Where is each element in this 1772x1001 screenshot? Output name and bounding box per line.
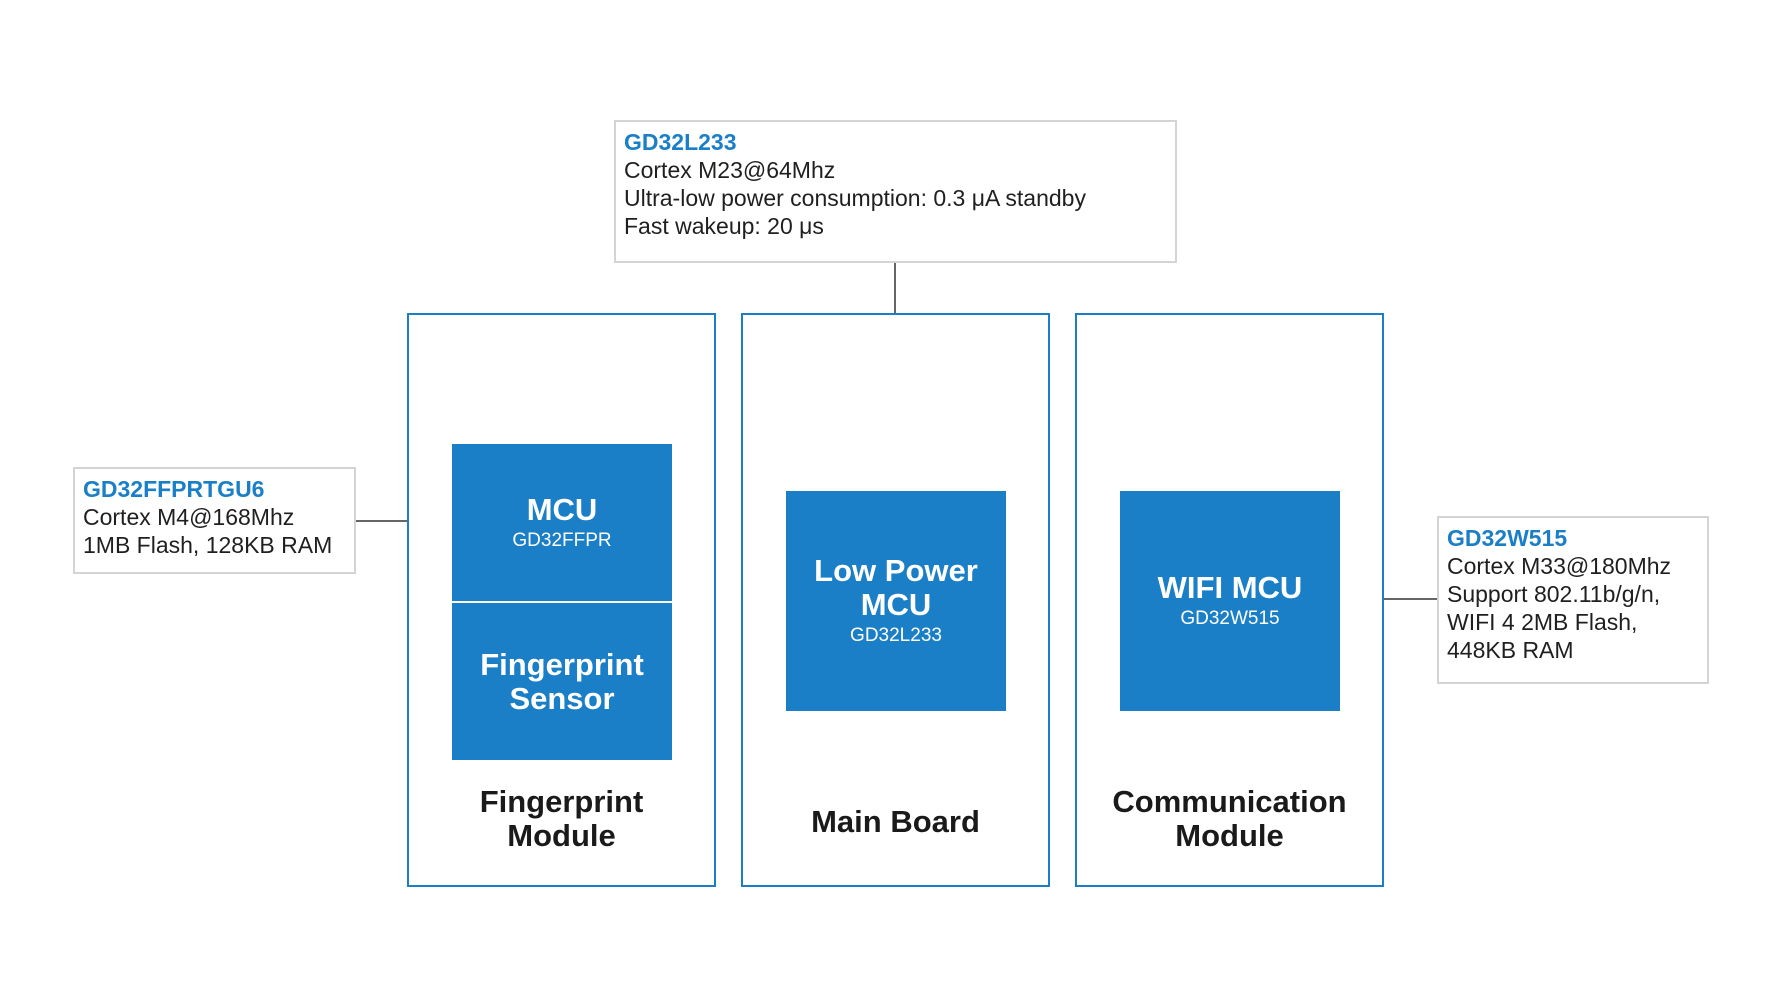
callout-chip-name: GD32FFPRTGU6 [83, 476, 265, 502]
callout-line: Ultra-low power consumption: 0.3 μA stan… [624, 185, 1086, 211]
module-title-line: Module [1175, 818, 1284, 853]
module-title-line: Module [507, 818, 616, 853]
block-name-line: MCU [860, 587, 932, 622]
fingerprint-module: MCU GD32FFPR Fingerprint Sensor Fingerpr… [407, 313, 716, 887]
callout-chip-name: GD32L233 [624, 129, 737, 155]
module-title: Communication Module [1077, 785, 1382, 853]
module-title: Main Board [811, 804, 980, 839]
callout-line: Support 802.11b/g/n, [1447, 581, 1661, 607]
block-part-number: GD32L233 [850, 625, 942, 646]
callout-line: 448KB RAM [1447, 637, 1574, 663]
callout-line: Cortex M4@168Mhz [83, 504, 295, 530]
main-board-module: Low Power MCU GD32L233 Main Board [741, 313, 1050, 887]
block-name: WIFI MCU [1157, 570, 1303, 605]
block-name-line: Low Power [814, 553, 978, 588]
block-name: MCU [526, 491, 598, 527]
callout-line: WIFI 4 2MB Flash, [1447, 609, 1638, 635]
callout-gd32w515: GD32W515 Cortex M33@180Mhz Support 802.1… [1437, 516, 1709, 684]
block-part-number: GD32W515 [1180, 608, 1280, 629]
callout-line: Fast wakeup: 20 μs [624, 213, 824, 239]
module-title-line: Fingerprint [479, 784, 644, 819]
module-title-line: Communication [1112, 784, 1347, 819]
low-power-mcu-block: Low Power MCU GD32L233 [786, 491, 1006, 711]
block-name-line: Sensor [509, 680, 615, 716]
callout-gd32l233: GD32L233 Cortex M23@64Mhz Ultra-low powe… [614, 120, 1177, 263]
callout-line: Cortex M33@180Mhz [1447, 553, 1672, 579]
block-part-number: GD32FFPR [512, 529, 612, 551]
callout-line: 1MB Flash, 128KB RAM [83, 532, 333, 558]
callout-line: Cortex M23@64Mhz [624, 157, 836, 183]
module-title: Fingerprint Module [409, 785, 714, 853]
wifi-mcu-block: WIFI MCU GD32W515 [1120, 491, 1340, 711]
callout-gd32ffprtgu6: GD32FFPRTGU6 Cortex M4@168Mhz 1MB Flash,… [73, 467, 356, 574]
fingerprint-sensor-block: Fingerprint Sensor [452, 603, 672, 760]
block-name-line: Fingerprint [480, 646, 644, 682]
fingerprint-mcu-block: MCU GD32FFPR [452, 444, 672, 601]
callout-chip-name: GD32W515 [1447, 525, 1568, 551]
communication-module: WIFI MCU GD32W515 Communication Module [1075, 313, 1384, 887]
